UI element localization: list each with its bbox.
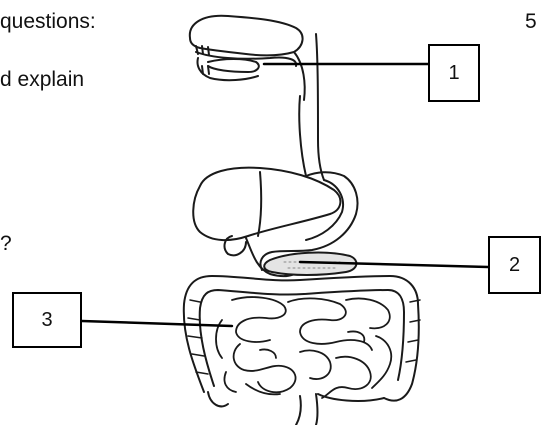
lower-jaw	[198, 58, 259, 80]
rectum	[296, 394, 318, 425]
label-box-2: 2	[488, 236, 541, 294]
liver	[193, 168, 340, 240]
leader-line-3	[82, 321, 232, 326]
esophagus-left	[299, 96, 306, 176]
liver-lobe-line	[258, 172, 261, 236]
appendix	[208, 392, 228, 406]
small-intestine	[216, 297, 391, 398]
label-box-3: 3	[12, 292, 82, 348]
esophagus-right	[316, 34, 324, 180]
pharynx	[294, 52, 305, 100]
tongue	[208, 59, 259, 72]
nasal-cavity	[190, 16, 303, 56]
label-box-1: 1	[428, 44, 480, 102]
